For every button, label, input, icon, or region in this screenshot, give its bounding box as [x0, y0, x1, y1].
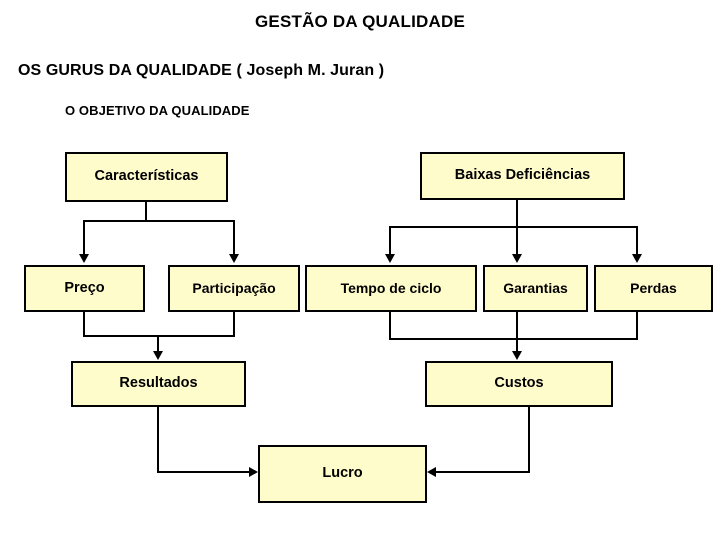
connector-to-garantias — [516, 226, 518, 256]
node-resultados[interactable]: Resultados — [71, 361, 246, 407]
node-tempo-de-ciclo[interactable]: Tempo de ciclo — [305, 265, 477, 312]
arrow-left-icon-lucro — [427, 467, 436, 477]
connector-baixas-bus — [389, 226, 638, 228]
arrow-down-icon-garantias — [512, 254, 522, 263]
connector-baixas-stem — [516, 200, 518, 228]
arrow-down-icon-custos — [512, 351, 522, 360]
page-title: GESTÃO DA QUALIDADE — [254, 12, 465, 31]
connector-to-resultados — [157, 335, 159, 353]
arrow-down-icon-participacao — [229, 254, 239, 263]
arrow-right-icon-lucro — [249, 467, 258, 477]
node-caracteristicas[interactable]: Características — [65, 152, 228, 202]
connector-caracteristicas-stem — [145, 202, 147, 222]
node-perdas[interactable]: Perdas — [594, 265, 713, 312]
connector-caracteristicas-bus — [83, 220, 235, 222]
connector-participacao-down — [233, 312, 235, 337]
arrow-down-icon-preco — [79, 254, 89, 263]
node-preco[interactable]: Preço — [24, 265, 145, 312]
connector-custos-to-lucro — [432, 471, 530, 473]
connector-to-preco — [83, 220, 85, 256]
connector-to-perdas — [636, 226, 638, 256]
subtitle: OS GURUS DA QUALIDADE ( Joseph M. Juran … — [18, 62, 385, 79]
node-custos[interactable]: Custos — [425, 361, 613, 407]
connector-resultados-bus — [83, 335, 235, 337]
connector-garantias-down — [516, 312, 518, 340]
connector-to-custos — [516, 338, 518, 353]
connector-preco-down — [83, 312, 85, 337]
connector-to-participacao — [233, 220, 235, 256]
node-lucro[interactable]: Lucro — [258, 445, 427, 503]
connector-custos-bus — [389, 338, 638, 340]
arrow-down-icon-tempo-de-ciclo — [385, 254, 395, 263]
arrow-down-icon-resultados — [153, 351, 163, 360]
connector-custos-down — [528, 407, 530, 473]
node-participacao[interactable]: Participação — [168, 265, 300, 312]
connector-tempo-down — [389, 312, 391, 340]
connector-resultados-to-lucro — [157, 471, 253, 473]
node-baixas-deficiencias[interactable]: Baixas Deficiências — [420, 152, 625, 200]
connector-to-tempo-de-ciclo — [389, 226, 391, 256]
node-garantias[interactable]: Garantias — [483, 265, 588, 312]
arrow-down-icon-perdas — [632, 254, 642, 263]
connector-perdas-down — [636, 312, 638, 340]
connector-resultados-down — [157, 407, 159, 473]
section-heading: O OBJETIVO DA QUALIDADE — [65, 103, 250, 118]
